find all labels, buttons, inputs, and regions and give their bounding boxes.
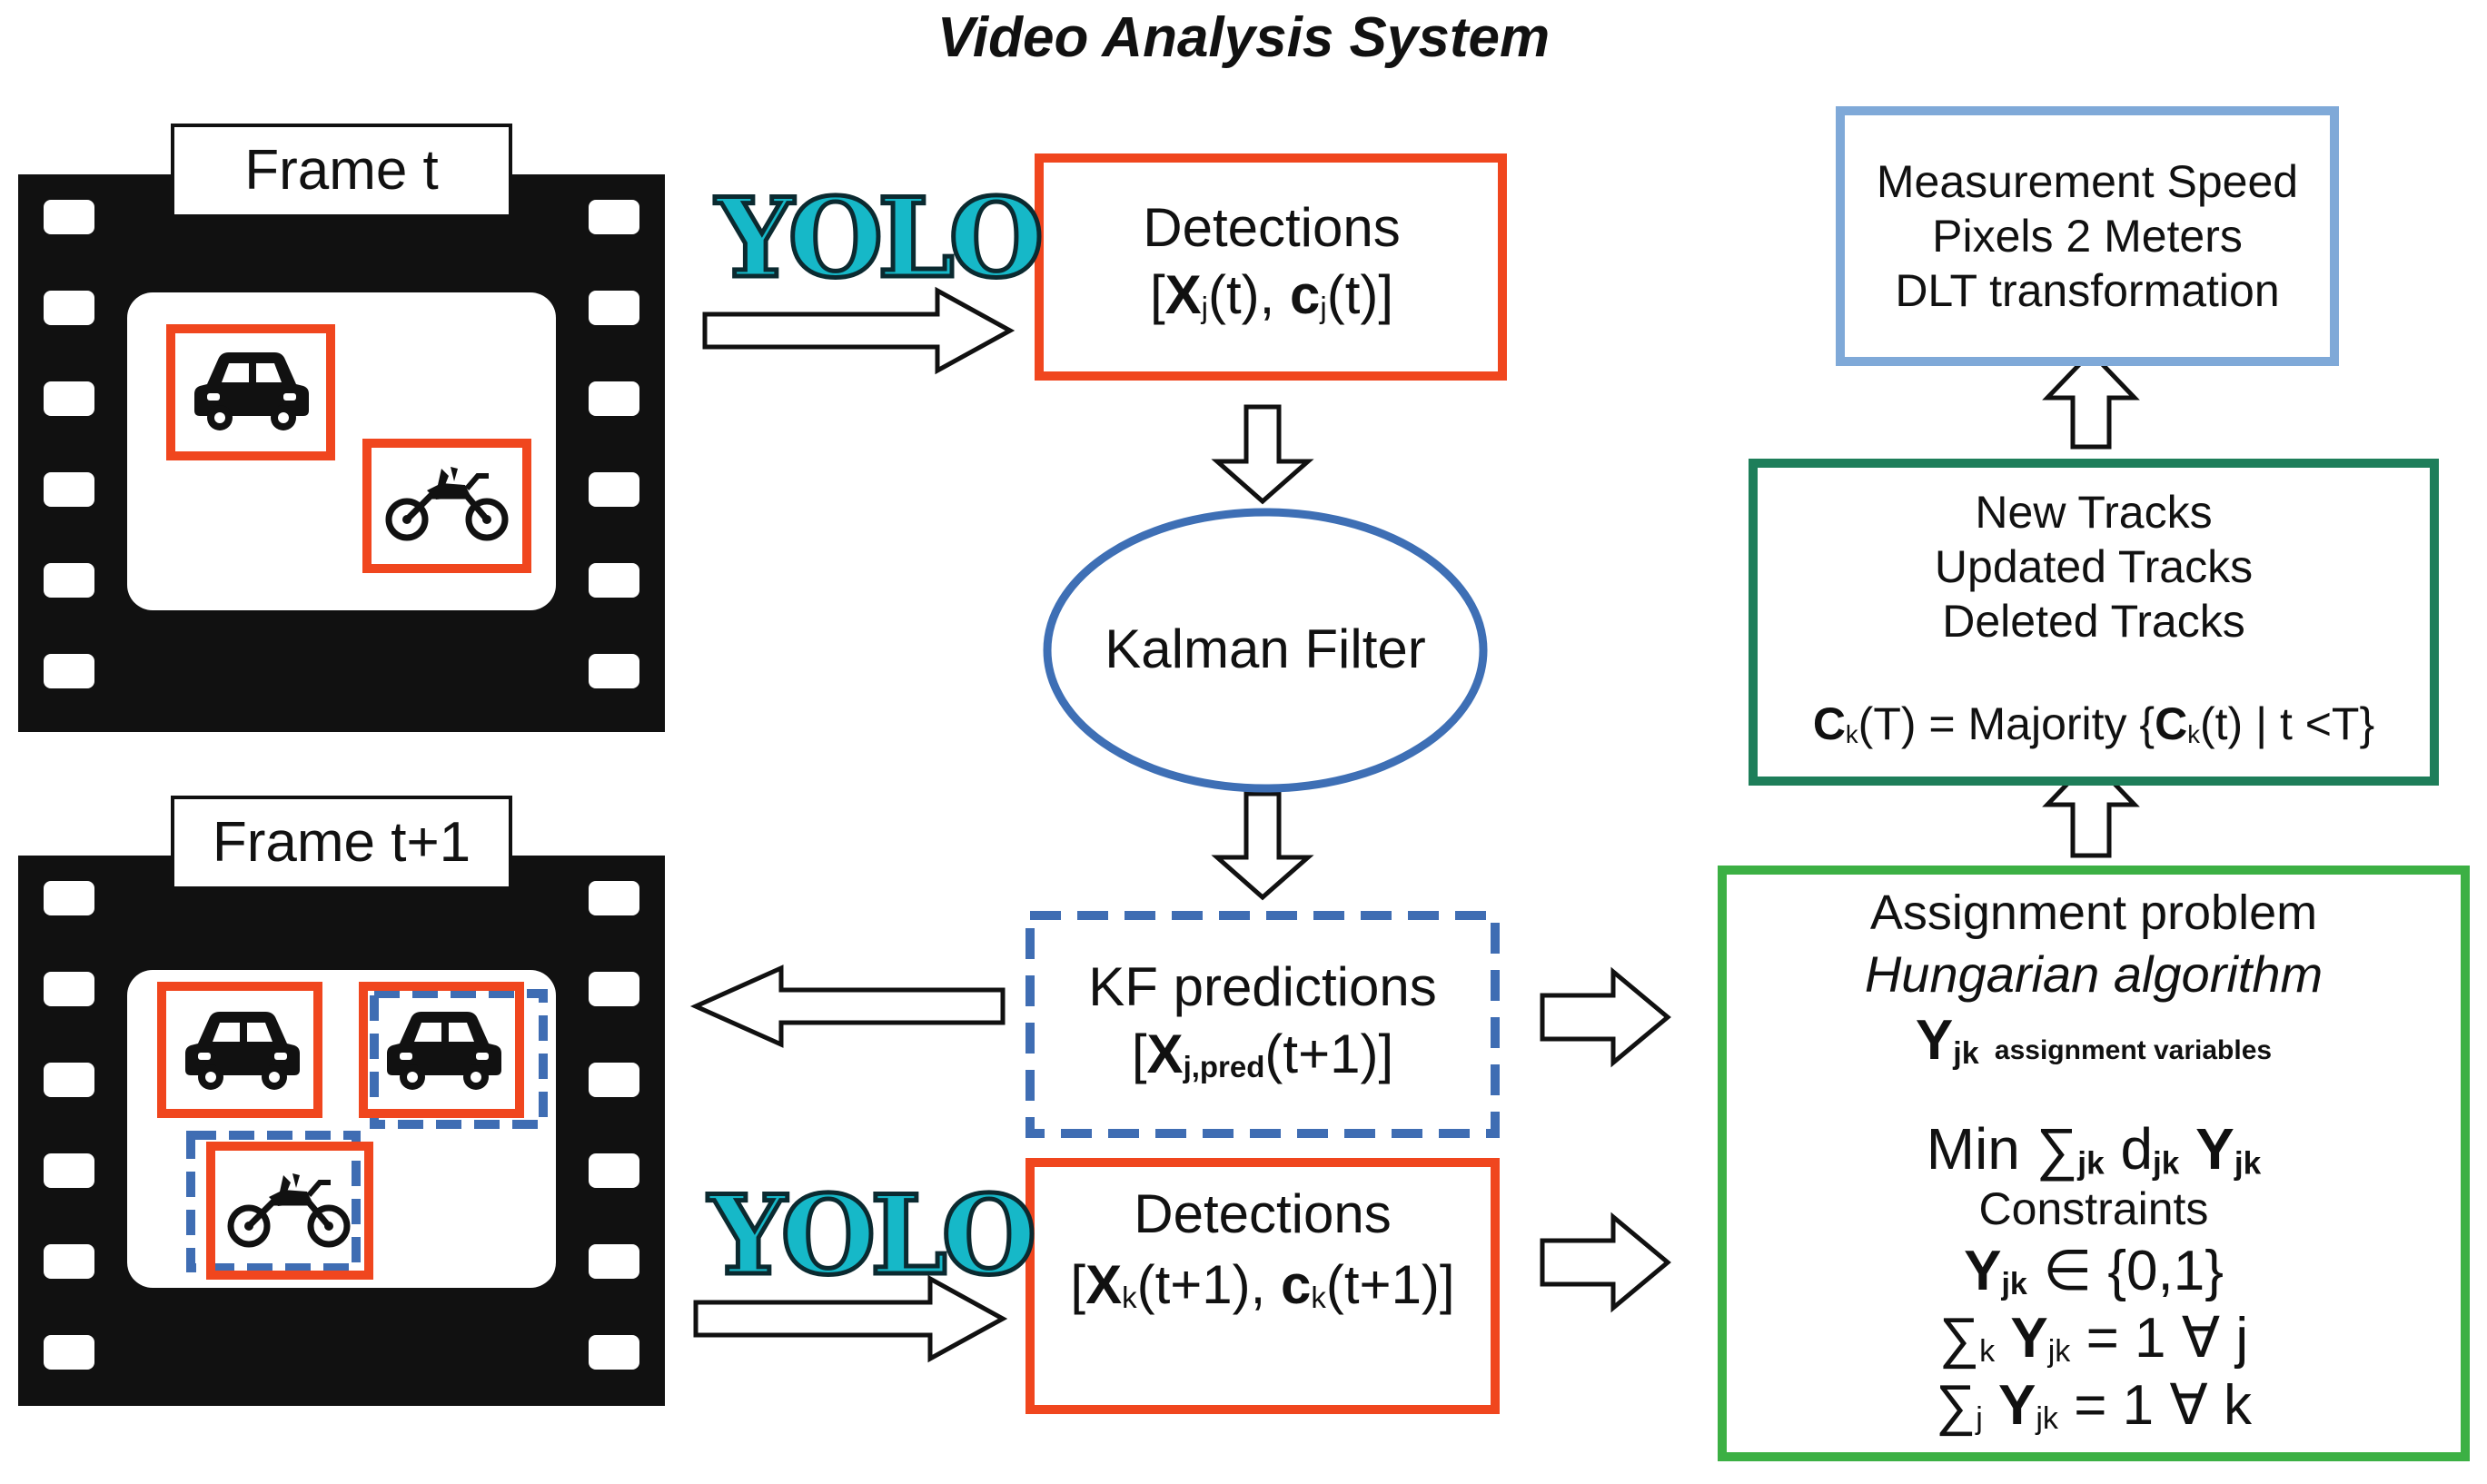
moto-detection-box bbox=[206, 1142, 373, 1280]
detections-t-formula: [Xj(t), cj(t)] bbox=[1149, 264, 1394, 325]
car-detection-box bbox=[157, 982, 322, 1118]
kf-predictions-title: KF predictions bbox=[1088, 956, 1437, 1017]
arrow-detections-to-kalman bbox=[1211, 404, 1314, 505]
detections-t-title: Detections bbox=[1143, 197, 1401, 258]
kf-predictions-formula: [Xj,pred(t+1)] bbox=[1131, 1024, 1394, 1084]
kalman-filter-label: Kalman Filter bbox=[1105, 618, 1426, 679]
constraint-binary: Yjk ∈ {0,1} bbox=[1964, 1240, 2224, 1302]
film-sprocket-holes bbox=[44, 881, 639, 1370]
diagram-title: Video Analysis System bbox=[936, 6, 1551, 69]
kf-predictions-box bbox=[1026, 911, 1500, 1138]
tracks-box bbox=[1749, 459, 2439, 786]
arrow-tracks-to-measurement bbox=[2042, 349, 2140, 450]
constraint-sum-k: ∑k Yjk = 1 ∀ j bbox=[1938, 1307, 2249, 1370]
frame-t-label: Frame t bbox=[171, 124, 512, 218]
car-prediction-box bbox=[370, 989, 548, 1129]
measurement-box bbox=[1836, 106, 2339, 366]
kalman-filter-ellipse bbox=[1043, 508, 1488, 793]
tracks-text: New Tracks Updated Tracks Deleted Tracks bbox=[1762, 485, 2425, 648]
frame-t1-label: Frame t+1 bbox=[171, 796, 512, 890]
car-detection-box bbox=[359, 982, 524, 1118]
film-strip-frame-t bbox=[18, 174, 665, 732]
arrow-predictions-to-assignment bbox=[1540, 966, 1671, 1068]
arrow-frame-t-to-detections bbox=[702, 286, 1016, 375]
arrow-kalman-to-predictions bbox=[1211, 791, 1314, 901]
moto-prediction-box bbox=[186, 1131, 361, 1272]
assignment-box bbox=[1718, 866, 2470, 1461]
arrow-predictions-to-frame bbox=[689, 965, 1006, 1048]
film-sprocket-holes bbox=[44, 200, 639, 688]
car-detection-box bbox=[166, 324, 335, 460]
yolo-logo: YOLO bbox=[713, 173, 1045, 305]
measurement-line: DLT transformation bbox=[1895, 265, 2280, 316]
measurement-text: Measurement Speed Pixels 2 Meters DLT tr… bbox=[1849, 154, 2325, 318]
arrow-detections-to-assignment bbox=[1540, 1212, 1671, 1313]
detections-t1-box bbox=[1026, 1158, 1500, 1414]
tracks-line: New Tracks bbox=[1975, 487, 2213, 538]
measurement-line: Pixels 2 Meters bbox=[1932, 211, 2243, 262]
film-strip-frame-t1 bbox=[18, 856, 665, 1406]
tracks-line: Updated Tracks bbox=[1934, 541, 2254, 592]
yolo-logo: YOLO bbox=[706, 1170, 1038, 1302]
constraint-sum-j: ∑j Yjk = 1 ∀ k bbox=[1935, 1374, 2252, 1437]
detections-t-box bbox=[1035, 153, 1507, 381]
assignment-variable: Yjk assignment variables bbox=[1915, 1009, 2273, 1072]
assignment-method: Hungarian algorithm bbox=[1864, 945, 2324, 1003]
detections-t1-title: Detections bbox=[1134, 1183, 1392, 1244]
majority-formula: Ck(T) = Majority {Ck(t) | t <T} bbox=[1812, 698, 2375, 749]
detections-t1-formula: [Xk(t+1), ck(t+1)] bbox=[1070, 1254, 1455, 1315]
arrow-frame-t1-to-detections bbox=[693, 1274, 1008, 1363]
assignment-title: Assignment problem bbox=[1869, 885, 2318, 940]
assignment-objective: Min ∑jk djk Yjk bbox=[1926, 1116, 2262, 1182]
constraints-label: Constraints bbox=[1978, 1183, 2209, 1234]
measurement-line: Measurement Speed bbox=[1876, 156, 2299, 207]
tracks-line: Deleted Tracks bbox=[1942, 596, 2245, 647]
moto-detection-box bbox=[362, 439, 531, 573]
